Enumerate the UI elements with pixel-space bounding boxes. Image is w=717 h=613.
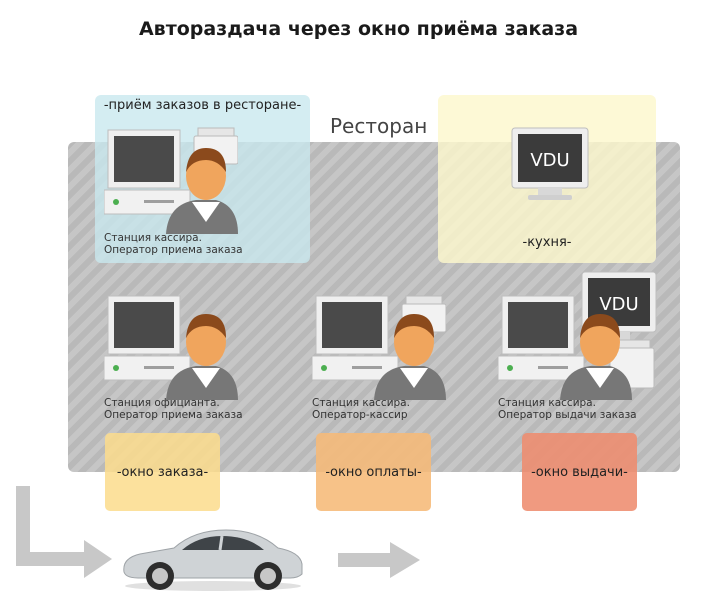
entry-arrow-icon xyxy=(16,486,112,578)
kitchen-vdu-text: VDU xyxy=(530,150,569,171)
issue-window-label: -окно выдачи- xyxy=(531,464,628,480)
kitchen-zone-label: -кухня- xyxy=(522,235,572,250)
station-4-caption-line2: Оператор выдачи заказа xyxy=(498,409,637,421)
kitchen-vdu-icon: VDU xyxy=(511,127,589,200)
cashier-station-1-icon xyxy=(104,127,238,234)
station-3-caption-line2: Оператор-кассир xyxy=(312,409,408,421)
station-2-caption-line1: Станция официанта. xyxy=(104,397,220,409)
station-2-caption-line2: Оператор приема заказа xyxy=(104,409,243,421)
station-2-caption: Станция официанта. Оператор приема заказ… xyxy=(104,397,243,421)
station-4-caption-line1: Станция кассира. xyxy=(498,397,596,409)
car-icon xyxy=(123,529,303,591)
exit-arrow-icon xyxy=(338,542,420,578)
issue-vdu-text: VDU xyxy=(599,294,638,315)
order-intake-zone-label: -приём заказов в ресторане- xyxy=(103,98,302,113)
station-1-caption-line1: Станция кассира. xyxy=(104,232,202,244)
order-window-label: -окно заказа- xyxy=(116,464,209,480)
restaurant-label: Ресторан xyxy=(330,114,428,138)
issue-window: -окно выдачи- xyxy=(522,433,637,511)
station-1-caption-line2: Оператор приема заказа xyxy=(104,244,243,256)
payment-window: -окно оплаты- xyxy=(316,433,431,511)
page-title: Автораздача через окно приёма заказа xyxy=(138,18,579,40)
issue-station-icon xyxy=(498,295,655,400)
waiter-station-icon xyxy=(104,295,238,400)
station-4-caption: Станция кассира. Оператор выдачи заказа xyxy=(498,397,637,421)
order-window: -окно заказа- xyxy=(105,433,220,511)
station-3-caption-line1: Станция кассира. xyxy=(312,397,410,409)
station-3-caption: Станция кассира. Оператор-кассир xyxy=(312,397,410,421)
cashier-station-2-icon xyxy=(312,295,446,400)
station-1-caption: Станция кассира. Оператор приема заказа xyxy=(104,232,243,256)
payment-window-label: -окно оплаты- xyxy=(325,464,422,480)
